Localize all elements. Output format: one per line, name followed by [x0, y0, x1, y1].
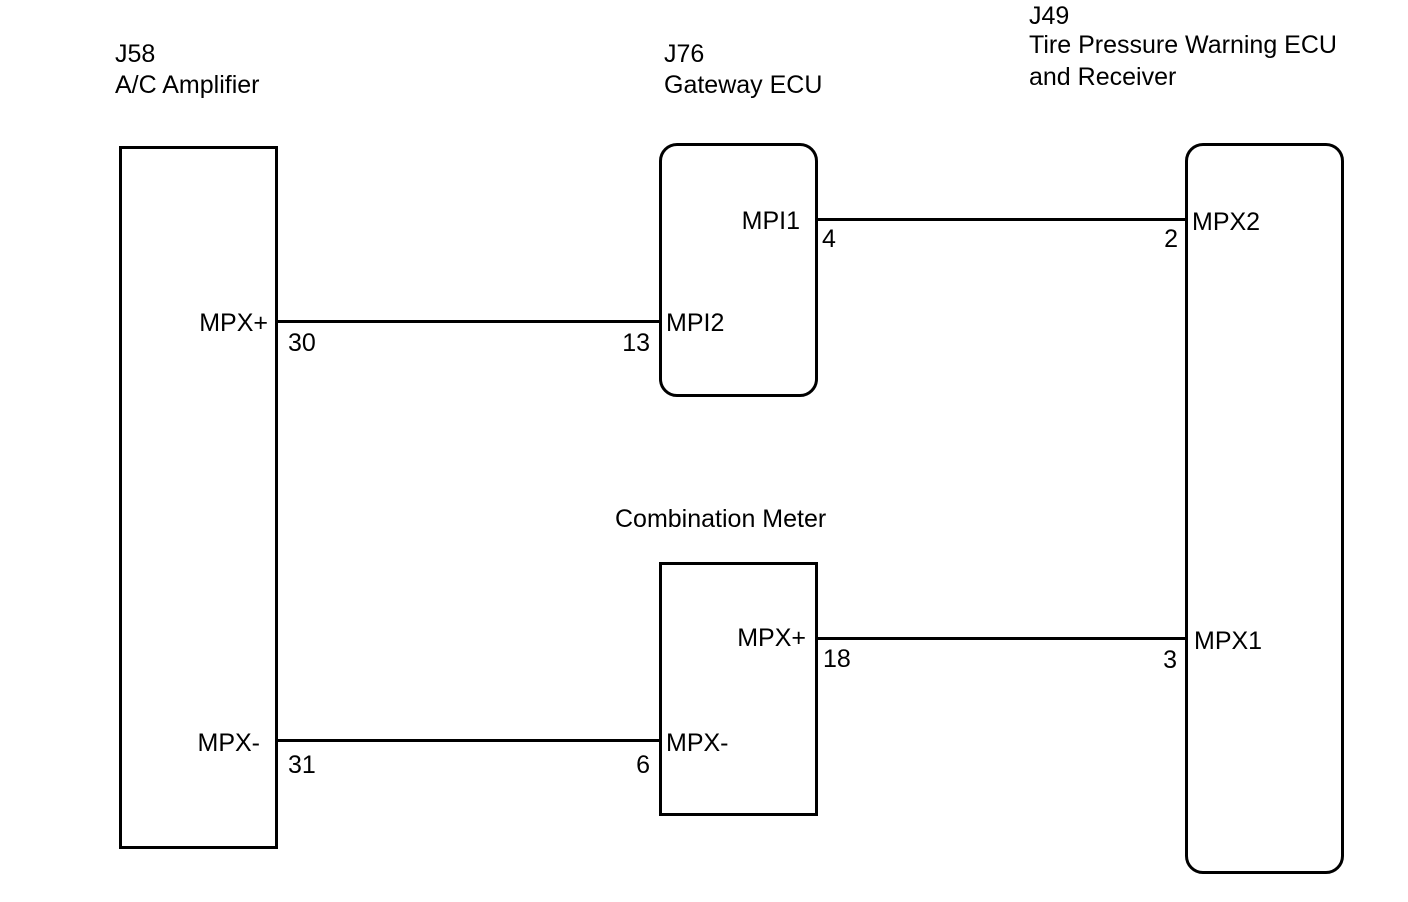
- combination-meter-mpx-plus-label: MPX+: [737, 624, 806, 652]
- tpw-ecu-mpx2-label: MPX2: [1192, 208, 1261, 236]
- tpw-ecu-mpx1-label: MPX1: [1194, 627, 1263, 655]
- tpw-ecu-box: [1185, 143, 1344, 874]
- ac-amplifier-mpx-plus-label: MPX+: [199, 309, 268, 337]
- ac-amplifier-name: A/C Amplifier: [115, 71, 260, 99]
- tpw-ecu-pin-3: 3: [1163, 646, 1177, 674]
- wire-meter-mpx-plus-to-mpx1: [818, 637, 1185, 640]
- combination-meter-name: Combination Meter: [615, 505, 827, 533]
- wire-mpi1-to-mpx2: [818, 218, 1185, 221]
- tpw-ecu-name-line1: Tire Pressure Warning ECU: [1029, 31, 1337, 59]
- gateway-ecu-mpi1-label: MPI1: [741, 207, 800, 235]
- gateway-ecu-code: J76: [664, 40, 705, 68]
- gateway-ecu-mpi2-label: MPI2: [666, 309, 725, 337]
- tpw-ecu-pin-2: 2: [1164, 225, 1178, 253]
- ac-amplifier-pin-30: 30: [288, 329, 316, 357]
- wire-mpx-plus-to-mpi2: [278, 320, 659, 323]
- gateway-ecu-name: Gateway ECU: [664, 71, 823, 99]
- ac-amplifier-box: [119, 146, 278, 849]
- gateway-ecu-pin-4: 4: [822, 225, 836, 253]
- combination-meter-box: [659, 562, 818, 816]
- gateway-ecu-box: [659, 143, 818, 397]
- tpw-ecu-code: J49: [1029, 2, 1070, 30]
- ac-amplifier-pin-31: 31: [288, 751, 316, 779]
- gateway-ecu-pin-13: 13: [622, 329, 650, 357]
- ac-amplifier-code: J58: [115, 40, 156, 68]
- combination-meter-pin-18: 18: [823, 645, 851, 673]
- wire-mpx-minus-to-meter-mpx-minus: [278, 739, 659, 742]
- ac-amplifier-mpx-minus-label: MPX-: [197, 729, 261, 757]
- combination-meter-mpx-minus-label: MPX-: [666, 729, 729, 757]
- combination-meter-pin-6: 6: [636, 751, 650, 779]
- tpw-ecu-name-line2: and Receiver: [1029, 63, 1177, 91]
